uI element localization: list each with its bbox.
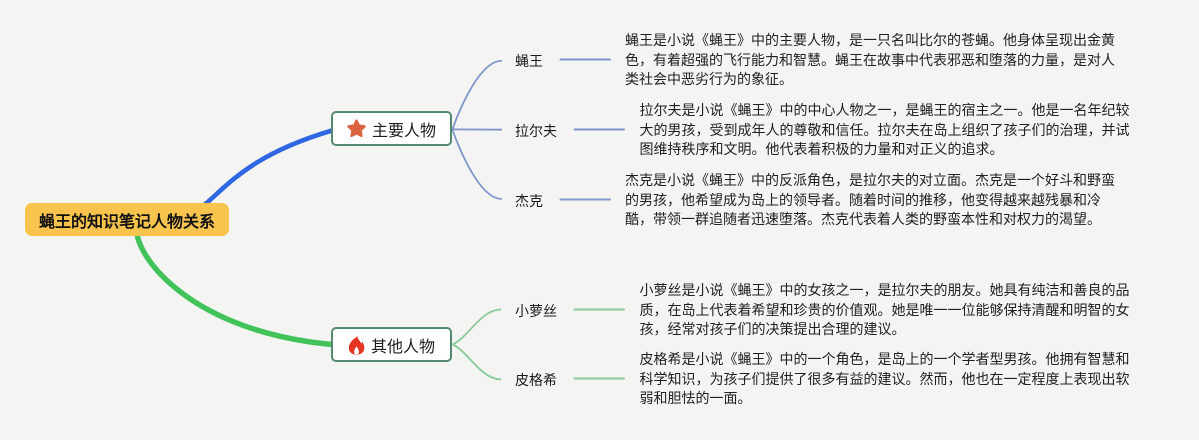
topic-main-characters[interactable]: 主要人物 [331,111,452,146]
branch-curve-others [134,222,335,348]
topic-flyking[interactable]: 蝇王 [515,52,543,69]
description-ralph[interactable]: 拉尔夫是小说《蝇王》中的中心人物之一，是蝇王的宿主之一。他是一名年纪较 大的男孩… [639,102,1130,158]
description-flyking[interactable]: 蝇王是小说《蝇王》中的主要人物，是一只名叫比尔的苍蝇。他身体呈现出金黄 色，有着… [625,32,1115,88]
star-icon [347,118,366,139]
description-jack[interactable]: 杰克是小说《蝇王》中的反派角色，是拉尔夫的对立面。杰克是一个好斗和野蛮 的男孩，… [625,172,1115,228]
topic-jack[interactable]: 杰克 [515,192,543,209]
topic-main-label: 主要人物 [371,122,436,140]
edge-others-to-piggy [452,343,502,381]
topic-rose[interactable]: 小萝丝 [515,302,557,319]
root-topic[interactable]: 蝇王的知识笔记人物关系 [25,203,229,236]
edge-others-to-rose [452,308,502,346]
edge-main-to-jack [451,128,503,200]
root-topic-label: 蝇王的知识笔记人物关系 [38,213,215,231]
edge-main-to-flyking [451,59,503,131]
flame-icon [348,334,365,355]
topic-others-label: 其他人物 [370,338,435,356]
topic-other-characters[interactable]: 其他人物 [331,327,452,362]
topic-piggy[interactable]: 皮格希 [515,371,557,388]
description-piggy[interactable]: 皮格希是小说《蝇王》中的一个角色，是岛上的一个学者型男孩。他拥有智慧和 科学知识… [639,351,1130,407]
topic-ralph[interactable]: 拉尔夫 [515,122,557,139]
description-rose[interactable]: 小萝丝是小说《蝇王》中的女孩之一，是拉尔夫的朋友。她具有纯洁和善良的品 质，在岛… [639,282,1130,338]
